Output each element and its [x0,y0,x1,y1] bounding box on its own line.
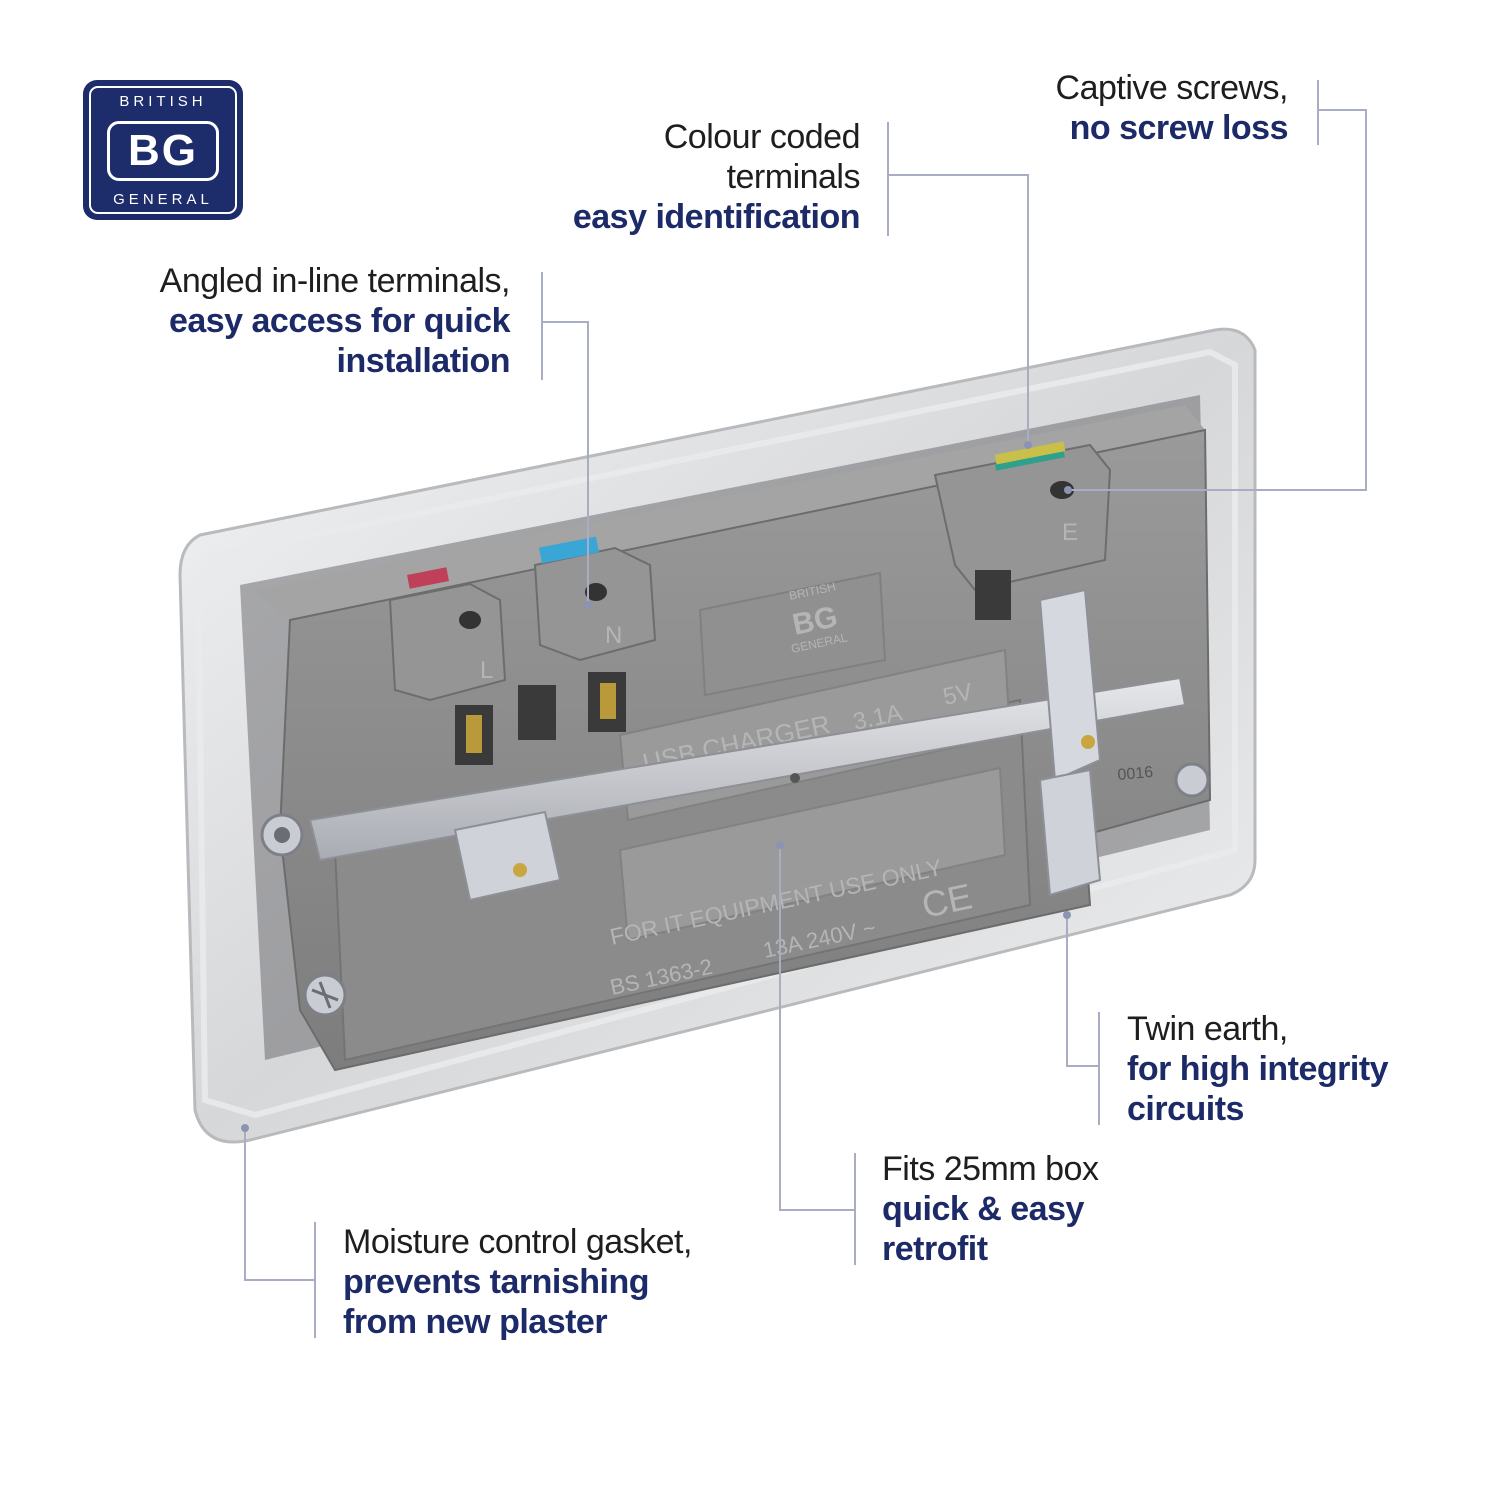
bar-hole [790,773,800,783]
callout-moisture-gasket: Moisture control gasket, prevents tarnis… [343,1222,692,1342]
callout-colour-coded: Colour coded terminals easy identificati… [572,117,861,237]
terminal-hole-1 [459,611,481,629]
ce-mark: CE [918,875,975,926]
logo-top-text: BRITISH [119,93,207,110]
terminal-hole-2 [585,583,607,601]
leader-dot-colour [1024,441,1032,449]
brass-rivet-2 [1081,735,1095,749]
earth-colour-tab [994,441,1066,465]
leader-captive [1068,109,1367,491]
callout-captive-title: Captive screws, [1055,69,1289,107]
earth-clamp [1038,588,1102,782]
leader-angled [542,321,589,605]
logo-bg-mark: BG [107,121,219,181]
logo-panel [698,571,887,697]
approval-code: 0016 [1117,764,1154,784]
callout-angled-terminals: Angled in-line terminals, easy access fo… [159,261,511,381]
brass-rivet-1 [513,863,527,877]
terminal-e-label: E [1062,519,1078,546]
body-top [255,405,1205,620]
callout-twin-benefit-2: circuits [1127,1090,1244,1128]
leader-dot-twin [1063,911,1071,919]
terminal-housing-neutral [533,546,657,662]
terminal-n-label: N [605,622,622,649]
callout-fits-title: Fits 25mm box [882,1150,1099,1188]
terminal-hole-3 [1050,481,1074,499]
leader-dot-fits [776,841,784,849]
earth-colour-tab-2 [995,451,1065,471]
british-general-logo: BRITISH BG GENERAL [83,80,243,220]
leader-fits [779,845,855,1211]
brass-contact-1 [466,715,482,753]
usb-volt-text: 5V [941,678,975,711]
callout-fits-benefit-1: quick & easy [882,1190,1084,1228]
callout-angled-benefit-1: easy access for quick [168,302,511,340]
leader-dot-captive [1064,486,1072,494]
callout-colour-benefit: easy identification [572,198,861,236]
callout-colour-title-2: terminals [726,158,861,196]
callout-fits-box: Fits 25mm box quick & easy retrofit [882,1149,1099,1269]
callout-angled-title: Angled in-line terminals, [159,262,511,300]
brass-contact-3 [600,683,616,719]
live-colour-tab [407,567,449,589]
brass-window-2 [518,685,556,740]
terminal-l-label: L [480,657,493,684]
logo-frame: BRITISH BG GENERAL [89,86,237,214]
leader-twin [1066,915,1099,1067]
earth-window [975,570,1011,620]
terminal-housing-earth [933,443,1112,592]
callout-colour-title-1: Colour coded [663,118,861,156]
neutral-colour-tab [539,536,599,564]
fixing-screw-left-hole [274,827,290,843]
callout-moisture-title: Moisture control gasket, [343,1223,692,1261]
leader-dot-angled [584,601,592,609]
callout-captive-screws: Captive screws, no screw loss [1055,68,1289,148]
callout-moisture-benefit-2: from new plaster [343,1303,608,1341]
captive-screw-slot [311,981,339,1009]
callout-moisture-benefit-1: prevents tarnishing [343,1263,650,1301]
callout-twin-title: Twin earth, [1127,1010,1288,1048]
leader-dot-moisture [241,1124,249,1132]
callout-angled-benefit-2: installation [336,342,511,380]
callout-fits-benefit-2: retrofit [882,1230,988,1268]
it-label-panel [618,766,1007,942]
callout-twin-earth: Twin earth, for high integrity circuits [1127,1009,1389,1129]
callout-twin-benefit-1: for high integrity [1127,1050,1389,1088]
leader-moisture [244,1128,315,1281]
callout-captive-benefit: no screw loss [1069,109,1289,147]
logo-bottom-text: GENERAL [113,191,213,208]
leader-colour [888,174,1029,445]
fixing-screw-right [1174,762,1210,798]
earth-clamp-lower [1038,768,1102,897]
gasket-rim [194,348,1238,1119]
bar-clamp-left [453,810,562,902]
